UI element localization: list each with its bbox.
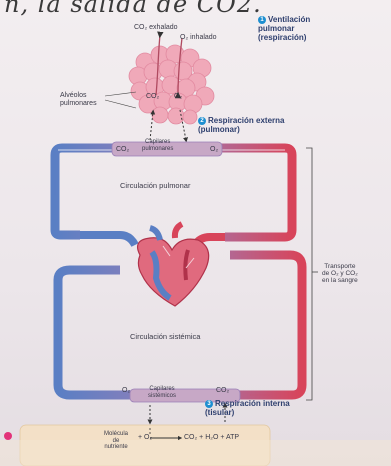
pulmonary-circulation-label: Circulación pulmonar [120,182,190,190]
o2-inhaled-label: O₂ inhalado [180,34,217,42]
step-2-text: Respiración externa (pulmonar) [198,116,284,134]
nutrient-molecule-label: Molécula de nutriente [104,431,128,451]
alveoli-label: Alvéolos pulmonares [60,92,97,107]
alveoli-cluster [129,45,214,124]
step-3-number: 3 [205,400,213,408]
vena-cava-vessel [80,235,135,245]
co2-exhaled-label: CO₂ exhalado [134,24,178,32]
systemic-capillaries-label: Capilares sistémicos [148,386,176,399]
equation-right: CO₂ + H₂O + ATP [184,434,239,442]
transport-bracket [306,148,312,400]
equation-left: + O₂ [138,434,152,442]
alveoli-o2-label: O₂ [174,93,182,101]
step-1-number: 1 [258,16,266,24]
systemic-capillary-co2-label: CO₂ [216,387,229,395]
pulmonary-capillary-co2-label: CO₂ [116,146,129,154]
pulmonary-capillary-o2-label: O₂ [210,146,218,154]
systemic-circulation-label: Circulación sistémica [130,333,200,341]
pink-marker-dot [4,432,12,440]
systemic-capillary-o2-label: O₂ [122,387,130,395]
step-2-number: 2 [198,117,206,125]
pulmonary-capillaries-label: Capilares pulmonares [142,139,173,152]
transport-label: Transporte de O₂ y CO₂ en la sangre [322,263,358,284]
pulmonary-circuit-vessel [55,148,292,237]
step-3-text: Respiración interna (tisular) [205,399,290,417]
alveoli-co2-label: CO₂ [146,93,159,101]
